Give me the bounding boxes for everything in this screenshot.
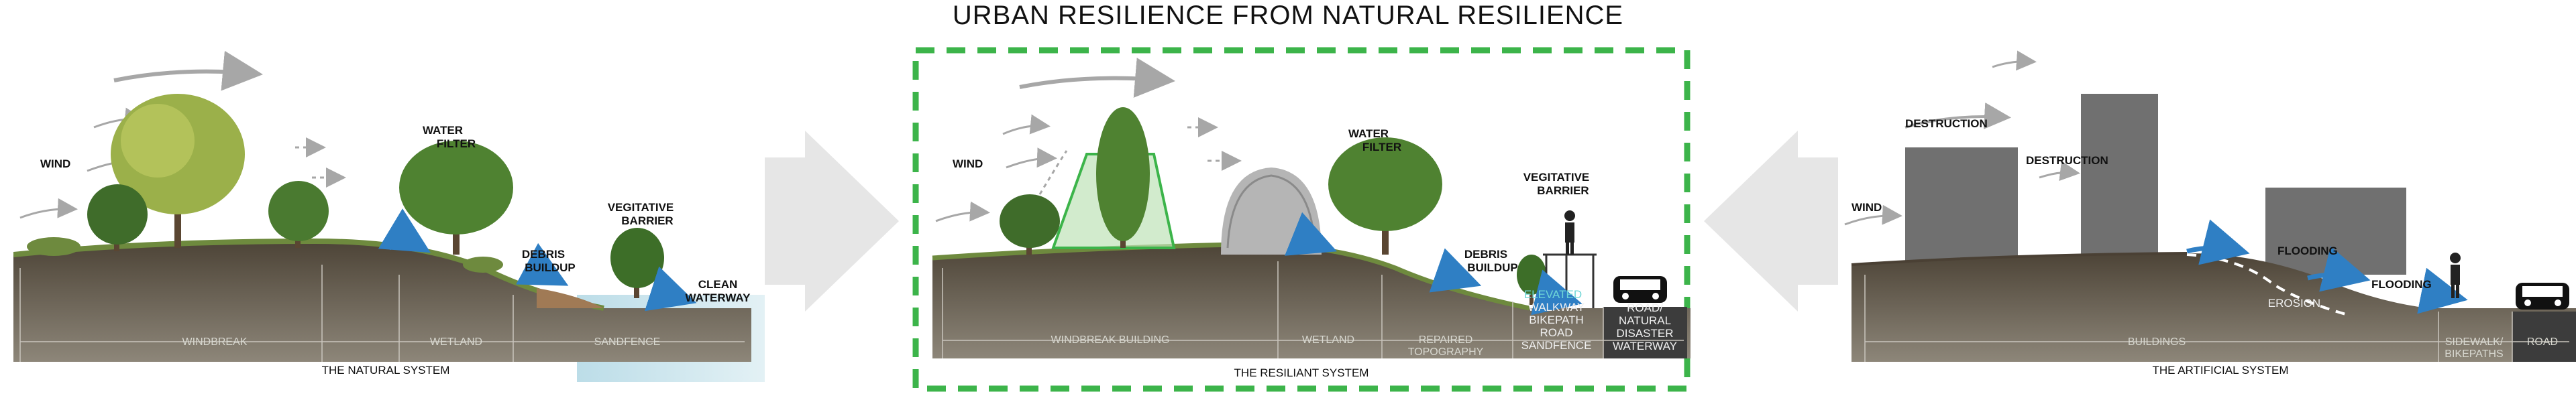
label-water-filter-2: FILTER <box>1362 141 1401 153</box>
soil-section <box>932 244 1690 358</box>
car-icon <box>1613 276 1667 303</box>
label-destruction-1: DESTRUCTION <box>1905 117 1988 130</box>
grass-line <box>13 238 604 311</box>
soil-label-windbreak: WINDBREAK <box>182 336 248 348</box>
person-icon <box>2450 253 2461 298</box>
left-pointer-arrow <box>1704 131 1838 312</box>
tree-icon <box>111 94 245 248</box>
label-waterway: WATERWAY <box>1613 340 1677 352</box>
right-pointer-arrow <box>765 131 899 312</box>
tree-icon <box>268 181 329 248</box>
artificial-system-panel: WIND DESTRUCTION DESTRUCTION FLOODING FL… <box>1838 27 2576 389</box>
soil-dividers <box>1864 275 2569 362</box>
resiliant-system-panel: WIND WATER FILTER DEBRIS BUILDUP VEGITAT… <box>912 27 1690 402</box>
tree-icon <box>1328 137 1442 255</box>
label-natural: NATURAL <box>1619 314 1671 327</box>
label-debris-1: DEBRIS <box>522 248 565 261</box>
caption-resiliant-system: THE RESILIANT SYSTEM <box>1234 366 1369 379</box>
label-veg-barrier-1: VEGITATIVE <box>608 201 674 214</box>
label-wind: WIND <box>1851 201 1882 214</box>
caption-artificial-system: THE ARTIFICIAL SYSTEM <box>2152 364 2288 377</box>
soil-label-sandfence: SANDFENCE <box>594 336 661 348</box>
label-road-slash: ROAD/ <box>1627 302 1663 314</box>
shrub-icon <box>27 237 503 273</box>
road-surface <box>1603 307 1687 358</box>
soil-label-wetland: WETLAND <box>430 336 482 348</box>
person-icon <box>1564 210 1575 255</box>
building-1 <box>1905 147 2018 275</box>
soil-label-road: ROAD <box>2527 336 2558 348</box>
soil-label-bikepaths: BIKEPATHS <box>2445 348 2503 360</box>
tree-icon <box>1000 194 1060 255</box>
label-elevated: ELEVATED <box>1524 288 1582 301</box>
label-flooding-1: FLOODING <box>2277 245 2338 257</box>
lattice-dome <box>1221 168 1322 255</box>
soil-label-buildings: BUILDINGS <box>2128 336 2186 348</box>
label-water-filter-1: WATER <box>423 124 463 137</box>
water-flow-arrows <box>378 208 697 312</box>
natural-system-panel: WIND WATER FILTER DEBRIS BUILDUP VEGITAT… <box>13 27 765 389</box>
label-flooding-2: FLOODING <box>2371 278 2432 291</box>
flood-arrows <box>2186 219 2468 314</box>
label-debris-1: DEBRIS <box>1464 248 1507 261</box>
road-surface <box>2512 312 2576 362</box>
label-clean-waterway-2: WATERWAY <box>686 291 751 304</box>
building-3 <box>2265 188 2406 275</box>
label-disaster: DISASTER <box>1616 327 1673 340</box>
ground-line <box>1851 252 2188 266</box>
label-water-filter-1: WATER <box>1348 127 1389 140</box>
label-clean-waterway-1: CLEAN <box>698 278 738 291</box>
soil-label-windbreak-building: WINDBREAK BUILDING <box>1051 334 1170 346</box>
label-debris-2: BUILDUP <box>525 261 576 274</box>
car-icon <box>2516 283 2569 310</box>
highlight-frame <box>912 47 1690 392</box>
label-walkway: WALKWAY <box>1528 301 1585 314</box>
water-flow-arrows <box>1285 212 1582 316</box>
soil-section <box>1851 253 2576 362</box>
soil-label-topography: TOPOGRAPHY <box>1408 346 1484 358</box>
artificial-system-diagram: WIND DESTRUCTION DESTRUCTION FLOODING FL… <box>1844 50 2576 377</box>
wind-arrows <box>1844 50 2080 226</box>
label-water-filter-2: FILTER <box>437 137 476 150</box>
natural-system-diagram: WIND WATER FILTER DEBRIS BUILDUP VEGITAT… <box>13 50 765 382</box>
label-wind: WIND <box>953 157 983 170</box>
label-sandfence: SANDFENCE <box>1521 339 1592 352</box>
label-veg-barrier-1: VEGITATIVE <box>1523 171 1590 184</box>
label-erosion: EROSION <box>2268 297 2320 310</box>
soil-label-sidewalk: SIDEWALK/ <box>2445 336 2504 348</box>
soil-label-wetland: WETLAND <box>1302 334 1354 346</box>
debris-mound <box>537 288 604 308</box>
building-2 <box>2081 94 2158 275</box>
label-destruction-2: DESTRUCTION <box>2026 154 2108 167</box>
label-bikepath: BIKEPATH <box>1529 314 1584 326</box>
soil-dividers <box>19 265 745 362</box>
tree-icon <box>87 184 148 251</box>
label-wind: WIND <box>40 157 70 170</box>
tree-icon <box>399 141 513 255</box>
tree-icon <box>1096 107 1150 248</box>
label-veg-barrier-2: BARRIER <box>1537 184 1589 197</box>
resiliant-system-diagram: WIND WATER FILTER DEBRIS BUILDUP VEGITAT… <box>912 47 1690 392</box>
wind-arrows <box>935 58 1242 222</box>
soil-dividers <box>942 261 1684 358</box>
soil-label-repaired: REPAIRED <box>1419 334 1473 346</box>
label-debris-2: BUILDUP <box>1467 261 1518 274</box>
label-veg-barrier-2: BARRIER <box>621 214 673 227</box>
page-title: URBAN RESILIENCE FROM NATURAL RESILIENCE <box>952 1 1624 30</box>
soil-section <box>13 241 751 362</box>
label-road: ROAD <box>1540 326 1572 339</box>
tree-icon <box>610 228 664 298</box>
caption-natural-system: THE NATURAL SYSTEM <box>322 364 450 377</box>
